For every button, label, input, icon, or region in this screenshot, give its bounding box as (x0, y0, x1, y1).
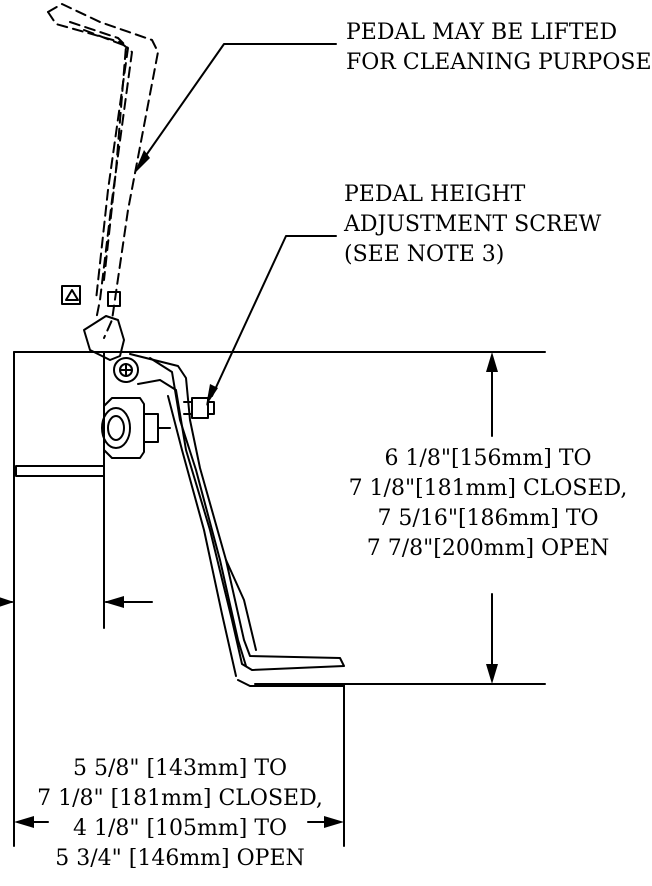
lift-note-line-1: PEDAL MAY BE LIFTED (346, 20, 618, 45)
pedal-lever (129, 353, 345, 687)
lifted-pedal-outline (47, 3, 159, 339)
valve-body (101, 397, 171, 459)
arrowhead-lift-leader (134, 150, 150, 174)
lift-note-leader (139, 43, 337, 165)
arrowhead-offset-left (0, 597, 14, 607)
reach-dim-line-4: 5 3/4" [146mm] OPEN (55, 846, 305, 871)
arrowhead-offset-right (104, 596, 124, 608)
height-dim-line-2: 7 1/8"[181mm] CLOSED, (348, 476, 628, 501)
screw-note-label: PEDAL HEIGHT ADJUSTMENT SCREW (SEE NOTE … (344, 180, 601, 270)
arrowhead-reach-left (14, 816, 34, 828)
lift-note-label: PEDAL MAY BE LIFTED FOR CLEANING PURPOSE… (346, 18, 652, 78)
adjustment-screw (183, 397, 215, 419)
reach-dim-line-2: 7 1/8" [181mm] CLOSED, (37, 786, 323, 811)
pivot-arm (61, 285, 139, 383)
screw-note-line-2: ADJUSTMENT SCREW (344, 212, 602, 237)
arrowhead-height-bottom (486, 664, 498, 684)
reach-dim-line-1: 5 5/8" [143mm] TO (72, 756, 288, 781)
arrowhead-reach-right (324, 816, 344, 828)
screw-note-line-3: (SEE NOTE 3) (344, 242, 505, 267)
height-dim-line-4: 7 7/8"[200mm] OPEN (366, 536, 610, 561)
screw-note-line-1: PEDAL HEIGHT (344, 182, 526, 207)
mounting-bracket (15, 351, 105, 477)
height-dimension-label: 6 1/8"[156mm] TO 7 1/8"[181mm] CLOSED, 7… (338, 444, 638, 564)
reach-dimension-label: 5 5/8" [143mm] TO 7 1/8" [181mm] CLOSED,… (20, 754, 340, 874)
arrowhead-height-top (486, 352, 498, 372)
height-dim-line-3: 7 5/16"[186mm] TO (377, 506, 599, 531)
screw-note-leader (211, 235, 337, 397)
lift-note-line-2: FOR CLEANING PURPOSES (346, 50, 652, 75)
height-dim-line-1: 6 1/8"[156mm] TO (384, 446, 592, 471)
arrowhead-screw-leader (206, 384, 218, 406)
reach-dim-line-3: 4 1/8" [105mm] TO (72, 816, 288, 841)
